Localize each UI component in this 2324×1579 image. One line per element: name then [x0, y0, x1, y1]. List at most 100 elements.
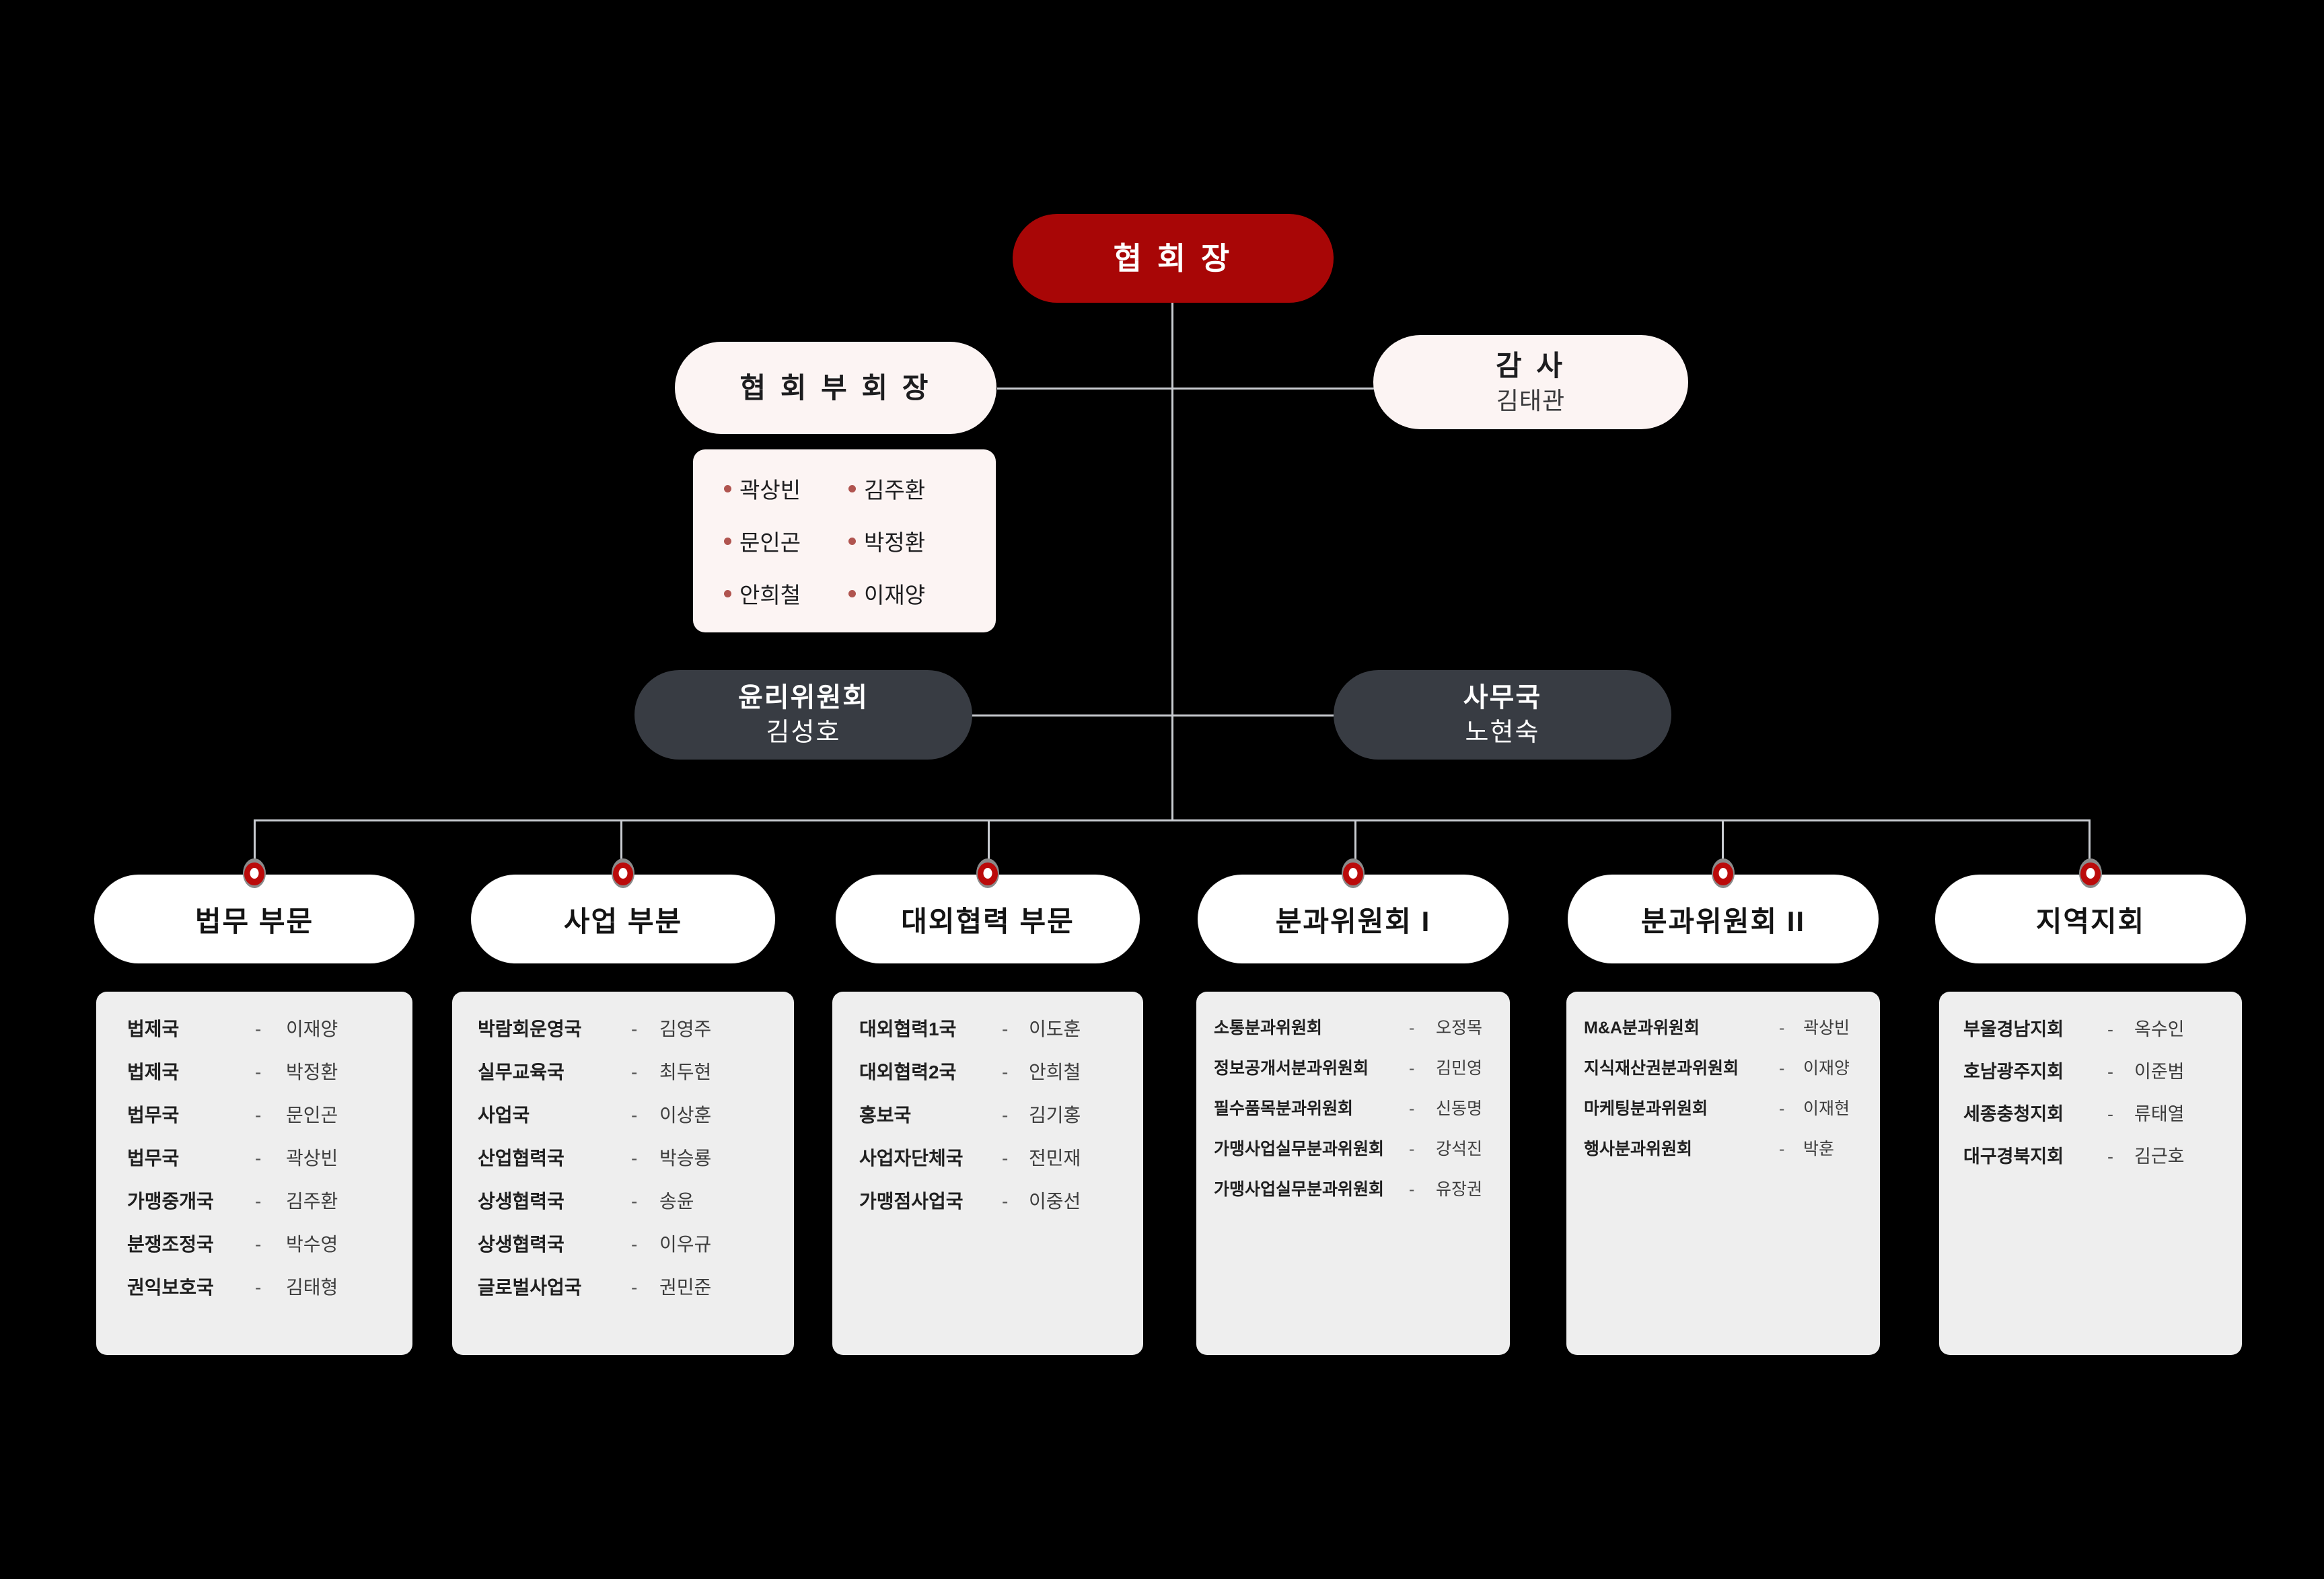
unit-label: 행사분과위원회: [1584, 1140, 1693, 1159]
row-separator: -: [2107, 1019, 2113, 1039]
row-separator: -: [1002, 1019, 1009, 1039]
node-vice-chairman[interactable]: 협 회 부 회 장: [675, 342, 996, 434]
unit-label: 상생협력국: [478, 1234, 565, 1255]
secretariat-name: 노현숙: [1465, 718, 1540, 747]
row-separator: -: [2107, 1104, 2113, 1124]
row-separator: -: [1002, 1062, 1009, 1082]
ethics-committee-title: 윤리위원회: [738, 682, 869, 712]
unit-label: 대외협력2국: [859, 1062, 957, 1082]
department-row: 분쟁조정국-박수영: [127, 1230, 382, 1257]
vice-chairman-member: 이재양: [848, 577, 973, 610]
unit-label: 권익보호국: [127, 1277, 214, 1298]
person-name: 김근호: [2134, 1146, 2185, 1167]
department-header[interactable]: 분과위원회 II: [1568, 858, 1879, 963]
member-name: 이재양: [864, 583, 926, 608]
department-row: 법제국-박정환: [127, 1058, 382, 1085]
department-row: 가맹중개국-김주환: [127, 1187, 382, 1214]
vice-chairman-title: 협 회 부 회 장: [739, 371, 932, 404]
vice-chairman-member: 문인곤: [724, 525, 848, 557]
person-name: 이재양: [286, 1019, 338, 1039]
department-row: 대외협력1국-이도훈: [859, 1015, 1116, 1041]
row-separator: -: [631, 1234, 638, 1255]
node-auditor[interactable]: 감 사 김태관: [1373, 335, 1688, 429]
department-header-label: 대외협력 부문: [901, 905, 1075, 937]
node-chairman[interactable]: 협 회 장: [1013, 214, 1334, 303]
person-name: 이우규: [659, 1234, 712, 1255]
bullet-dot-icon: [724, 589, 731, 597]
row-separator: -: [255, 1062, 262, 1082]
person-name: 이재현: [1803, 1099, 1850, 1118]
department-header[interactable]: 분과위원회 I: [1198, 858, 1509, 963]
row-separator: -: [1409, 1059, 1415, 1078]
connector-ethics-secretariat: [972, 714, 1334, 717]
department-row: 법무국-문인곤: [127, 1101, 382, 1128]
department-header-label: 분과위원회 II: [1640, 905, 1806, 937]
person-name: 박수영: [286, 1234, 338, 1255]
department-row: 권익보호국-김태형: [127, 1273, 382, 1300]
department-row: 대외협력2국-안희철: [859, 1058, 1116, 1085]
node-secretariat[interactable]: 사무국 노현숙: [1334, 670, 1671, 760]
unit-label: 법무국: [127, 1105, 180, 1126]
person-name: 송윤: [659, 1191, 694, 1212]
vice-chairman-member: 곽상빈: [724, 472, 848, 505]
row-separator: -: [1779, 1140, 1785, 1159]
department-header[interactable]: 법무 부문: [94, 858, 414, 963]
person-name: 이상훈: [659, 1105, 712, 1126]
member-name: 안희철: [739, 583, 801, 608]
row-separator: -: [255, 1019, 262, 1039]
row-separator: -: [631, 1148, 638, 1169]
unit-label: 홍보국: [859, 1105, 912, 1126]
department-header[interactable]: 대외협력 부문: [836, 858, 1140, 963]
unit-label: 호남광주지회: [1963, 1062, 2064, 1082]
person-name: 이중선: [1029, 1191, 1081, 1212]
connector-chairman-down: [1171, 303, 1173, 821]
row-separator: -: [631, 1019, 638, 1039]
department-row: 홍보국-김기홍: [859, 1101, 1116, 1128]
row-separator: -: [1409, 1019, 1415, 1037]
unit-label: 글로벌사업국: [478, 1277, 582, 1298]
vice-chairman-member: 박정환: [848, 525, 973, 557]
row-separator: -: [1002, 1191, 1009, 1212]
row-separator: -: [1779, 1019, 1785, 1037]
map-pin-icon: [974, 858, 1001, 889]
unit-label: 가맹점사업국: [859, 1191, 964, 1212]
member-name: 박정환: [864, 530, 926, 555]
department-row: 필수품목분과위원회-신동명: [1214, 1095, 1492, 1119]
row-separator: -: [1409, 1180, 1415, 1199]
bullet-dot-icon: [724, 484, 731, 492]
row-separator: -: [631, 1191, 638, 1212]
unit-label: 사업국: [478, 1105, 530, 1126]
row-separator: -: [255, 1105, 262, 1126]
bullet-dot-icon: [848, 537, 856, 545]
department-header[interactable]: 사업 부분: [471, 858, 775, 963]
row-separator: -: [631, 1062, 638, 1082]
row-separator: -: [255, 1148, 262, 1169]
unit-label: 대외협력1국: [859, 1019, 957, 1039]
person-name: 최두현: [659, 1062, 712, 1082]
person-name: 신동명: [1436, 1099, 1483, 1118]
unit-label: 사업자단체국: [859, 1148, 964, 1169]
row-separator: -: [2107, 1062, 2113, 1082]
row-separator: -: [1002, 1148, 1009, 1169]
unit-label: 소통분과위원회: [1214, 1019, 1323, 1037]
row-separator: -: [1409, 1099, 1415, 1118]
row-separator: -: [631, 1105, 638, 1126]
unit-label: 박람회운영국: [478, 1019, 582, 1039]
unit-label: 정보공개서분과위원회: [1214, 1059, 1369, 1078]
department-row: 지식재산권분과위원회-이재양: [1584, 1055, 1862, 1079]
department-header-label: 사업 부분: [563, 905, 683, 937]
member-name: 곽상빈: [739, 478, 801, 503]
node-ethics-committee[interactable]: 윤리위원회 김성호: [634, 670, 972, 760]
department-row: 가맹사업실무분과위원회-유장권: [1214, 1176, 1492, 1200]
department-header[interactable]: 지역지회: [1935, 858, 2246, 963]
person-name: 강석진: [1436, 1140, 1483, 1159]
vice-chairman-member: 김주환: [848, 472, 973, 505]
department-row: 가맹사업실무분과위원회-강석진: [1214, 1136, 1492, 1160]
person-name: 옥수인: [2134, 1019, 2185, 1039]
unit-label: 법제국: [127, 1019, 180, 1039]
